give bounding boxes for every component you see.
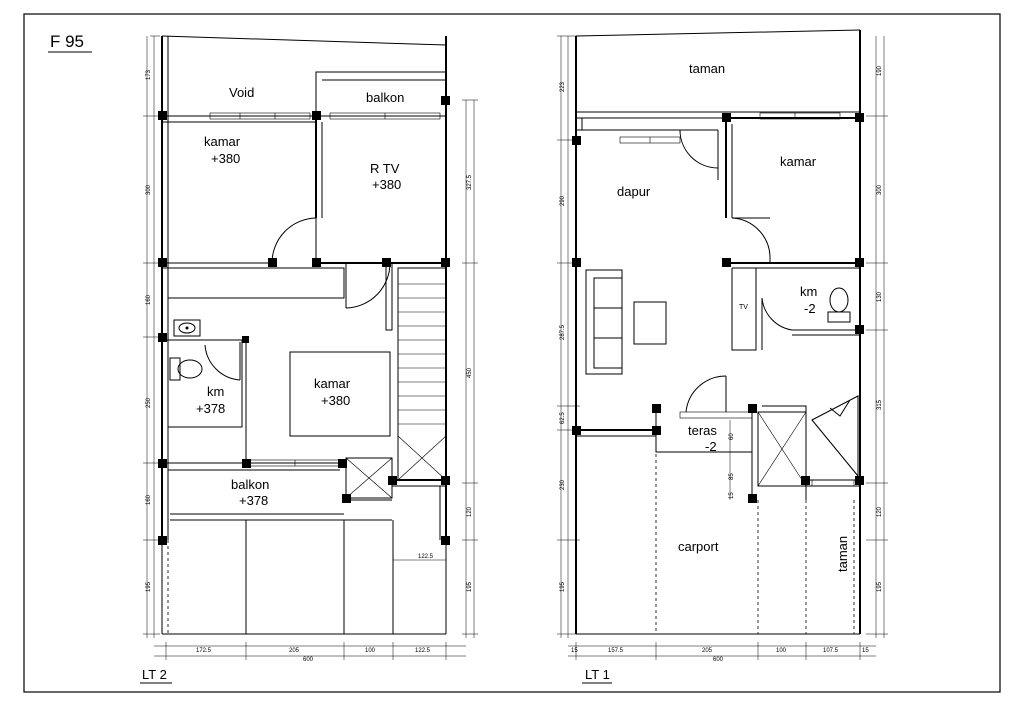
- lt1-walls: [575, 29, 861, 635]
- lt1-dapur-label: dapur: [617, 184, 651, 199]
- lt2-dim-bottom-total: 600: [303, 657, 314, 663]
- lt1-dim-left-2: 290: [560, 195, 566, 206]
- lt1-dim-right-2: 300: [877, 184, 883, 195]
- lt2-toilet-icon: [169, 357, 203, 381]
- lt2-walls: [161, 35, 447, 540]
- lt1-dim-inner-2: 85: [729, 473, 735, 480]
- lt2-dim-bottom-3: 100: [365, 648, 376, 654]
- plan-lt2: 173 300 160 250 160 195 327.5 450 120 19…: [140, 35, 478, 684]
- lt1-doors: [679, 129, 793, 413]
- lt2-rtv-level: +380: [372, 177, 401, 192]
- lt1-stair: [757, 395, 859, 487]
- lt2-plan-label: LT 2: [142, 667, 167, 682]
- lt1-dim-inner-1: 60: [729, 433, 735, 440]
- lt1-dim-right-3: 130: [877, 291, 883, 302]
- lt2-dim-left-6: 195: [146, 581, 152, 592]
- lt1-dim-left-4: 62.5: [560, 412, 566, 424]
- lt2-below-outline: [161, 520, 447, 635]
- lt2-dim-right-3: 120: [467, 506, 473, 517]
- lt1-taman-side-label: taman: [835, 536, 850, 572]
- lt1-dim-right-5: 120: [877, 506, 883, 517]
- lt2-rtv-label: R TV: [370, 161, 400, 176]
- lt2-dim-left-4: 250: [146, 397, 152, 408]
- lt1-carport-label: carport: [678, 539, 719, 554]
- sheet-border: [23, 13, 1001, 693]
- lt2-km-level: +378: [196, 401, 225, 416]
- lt2-kamar2-level: +380: [321, 393, 350, 408]
- lt1-dimension-labels: 223 290 287.5 62.5 230 195 190 300 130 3…: [560, 65, 883, 663]
- lt2-kamar2-label: kamar: [314, 376, 351, 391]
- lt1-dim-bottom-2: 157.5: [608, 648, 624, 654]
- lt2-kamar1-level: +380: [211, 151, 240, 166]
- lt1-columns: [572, 113, 864, 503]
- lt1-km-label: km: [800, 284, 817, 299]
- lt1-taman-top-label: taman: [689, 61, 725, 76]
- lt1-windows: [619, 112, 855, 487]
- lt1-tv-label: TV: [739, 304, 748, 311]
- lt2-shaft: [345, 457, 393, 499]
- lt2-balkon-bottom-level: +378: [239, 493, 268, 508]
- lt1-dim-right-6: 195: [877, 581, 883, 592]
- lt2-dim-bottom-1: 172.5: [196, 648, 212, 654]
- lt2-dim-inner: 122.5: [418, 554, 434, 560]
- lt1-dim-bottom-6: 15: [862, 648, 869, 654]
- lt1-dim-left-3: 287.5: [560, 324, 566, 340]
- lt1-kamar-label: kamar: [780, 154, 817, 169]
- lt2-dim-left-5: 160: [146, 494, 152, 505]
- lt2-columns: [158, 96, 450, 545]
- sheet-title: F 95: [50, 32, 84, 51]
- lt2-sink-icon: [173, 319, 201, 337]
- lt2-dimension-labels: 173 300 160 250 160 195 327.5 450 120 19…: [146, 69, 473, 663]
- lt2-void-label: Void: [229, 85, 254, 100]
- lt1-teras-label: teras: [688, 423, 717, 438]
- lt2-kamar1-label: kamar: [204, 134, 241, 149]
- lt2-windows: [209, 112, 441, 467]
- lt2-dim-left-3: 160: [146, 294, 152, 305]
- lt1-dim-right-1: 190: [877, 65, 883, 76]
- lt1-toilet-icon: [827, 287, 851, 323]
- lt1-dim-bottom-3: 205: [702, 648, 713, 654]
- lt2-doors: [204, 217, 391, 381]
- lt2-dimension-lines: [143, 35, 478, 660]
- lt1-dim-bottom-4: 100: [776, 648, 787, 654]
- lt2-dim-left-2: 300: [146, 184, 152, 195]
- lt1-carport-lines: [655, 436, 855, 634]
- lt1-dim-right-4: 315: [877, 399, 883, 410]
- lt2-stair: [397, 267, 447, 540]
- lt1-dim-bottom-total: 600: [713, 657, 724, 663]
- lt1-dim-bottom-1: 15: [571, 648, 578, 654]
- lt2-balkon-top-label: balkon: [366, 90, 404, 105]
- lt1-teras-level: -2: [705, 439, 717, 454]
- lt2-balkon-bottom-label: balkon: [231, 477, 269, 492]
- lt2-dim-bottom-2: 205: [289, 648, 300, 654]
- lt2-dim-right-4: 195: [467, 581, 473, 592]
- lt1-coffee-table: [633, 301, 667, 345]
- lt1-plan-label: LT 1: [585, 667, 610, 682]
- lt1-sofa-icon: [585, 269, 623, 375]
- lt2-dim-bottom-4: 122.5: [415, 648, 431, 654]
- lt2-dim-left-1: 173: [146, 69, 152, 80]
- lt1-km-level: -2: [804, 301, 816, 316]
- lt2-km-label: km: [207, 384, 224, 399]
- lt1-dim-bottom-5: 107.5: [823, 648, 839, 654]
- lt1-dim-left-6: 195: [560, 581, 566, 592]
- lt2-dim-right-2: 450: [467, 367, 473, 378]
- lt1-dim-left-1: 223: [560, 81, 566, 92]
- lt2-dim-right-1: 327.5: [467, 174, 473, 190]
- lt1-dim-inner-3: 15: [729, 492, 735, 499]
- plan-lt1: 223 290 287.5 62.5 230 195 190 300 130 3…: [557, 29, 888, 684]
- lt1-dim-left-5: 230: [560, 479, 566, 490]
- lt1-dimension-lines: [557, 35, 888, 660]
